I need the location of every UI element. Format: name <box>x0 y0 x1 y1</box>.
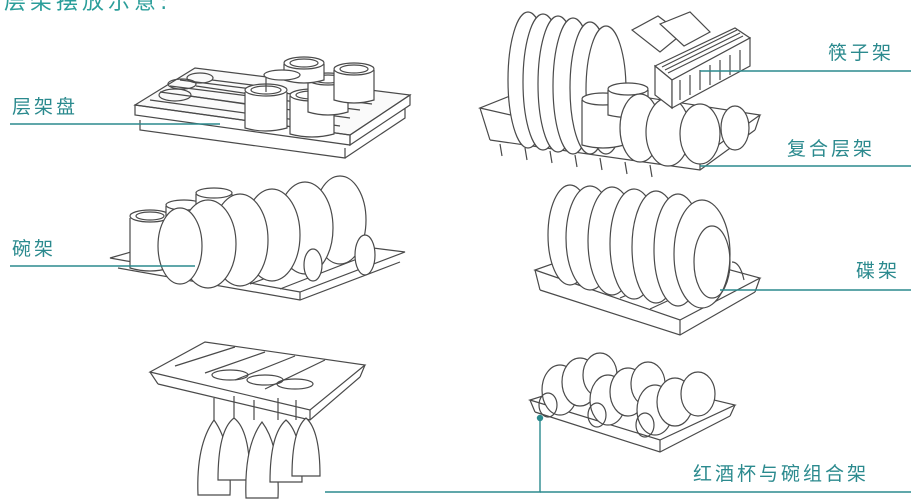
bowl-rack-drawing <box>109 175 406 301</box>
label-chopsticks: 筷子架 <box>828 42 895 64</box>
label-combo: 复合层架 <box>787 138 876 160</box>
label-bowl: 碗架 <box>12 238 57 260</box>
label-dish: 碟架 <box>856 260 901 282</box>
diagram-title: 层架摆放示意: <box>4 0 172 15</box>
label-wine: 红酒杯与碗组合架 <box>693 463 870 485</box>
wine-leader-dot <box>536 414 544 422</box>
leader-lines <box>10 70 911 493</box>
combo-rack-drawing <box>477 11 762 178</box>
combo-bowl-rack-drawing <box>527 352 737 453</box>
dish-rack-drawing <box>533 184 762 336</box>
tray-rack-drawing <box>133 56 412 159</box>
label-tray: 层架盘 <box>12 96 79 118</box>
wine-rack-drawing <box>148 341 367 499</box>
wine-leader-line <box>325 418 541 493</box>
